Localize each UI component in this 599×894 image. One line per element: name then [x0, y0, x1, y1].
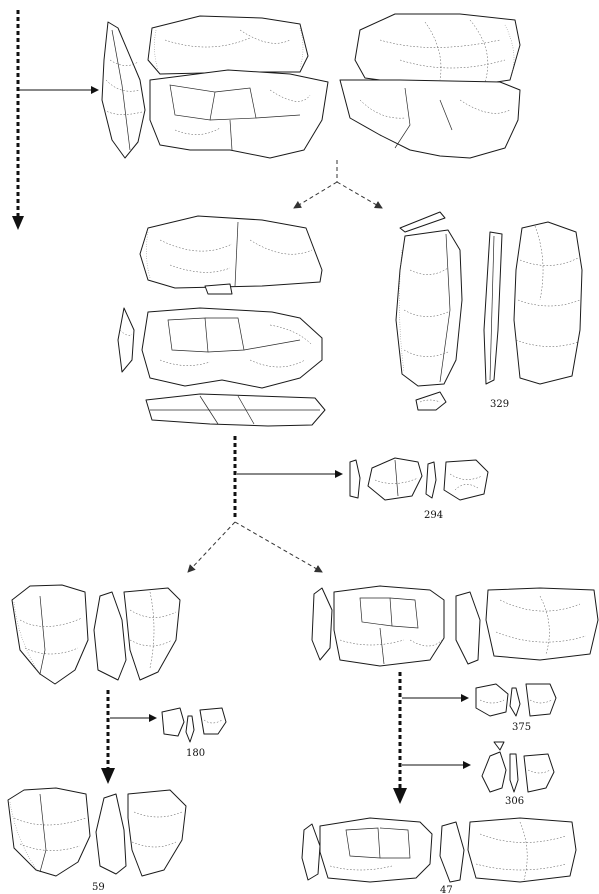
- core-47: 47: [302, 818, 576, 894]
- label-306: 306: [505, 796, 524, 807]
- refitted-core-top-face-b: [340, 14, 520, 158]
- core-59: 59: [8, 788, 186, 893]
- label-47: 47: [440, 885, 453, 894]
- refitted-core-middle-profile: [118, 308, 134, 372]
- blade-329: 329: [396, 212, 582, 410]
- label-329: 329: [490, 399, 509, 410]
- refitted-core-top-face-a: [148, 16, 328, 158]
- refitted-core-middle-bottom-view: [146, 394, 325, 426]
- label-59: 59: [92, 882, 105, 893]
- flakes-180: 180: [162, 708, 226, 759]
- flakes-306: 306: [482, 742, 554, 807]
- refitted-core-middle-face-b: [142, 308, 322, 388]
- label-180: 180: [186, 748, 205, 759]
- core-left-branch-faces: [12, 585, 180, 684]
- label-294: 294: [424, 510, 443, 521]
- branch-arrows-top: [294, 160, 382, 208]
- flow-left-branch: [101, 690, 156, 784]
- refitted-core-middle-face: [140, 216, 322, 294]
- refitted-core-top-profile: [102, 22, 145, 158]
- main-flow-arrow: [12, 10, 98, 230]
- core-right-branch-faces: [312, 586, 598, 666]
- flakes-375: 375: [476, 684, 556, 733]
- label-375: 375: [512, 722, 531, 733]
- flow-right-branch: [393, 672, 470, 804]
- flakes-294: 294: [350, 458, 488, 521]
- flow-middle: [188, 436, 342, 572]
